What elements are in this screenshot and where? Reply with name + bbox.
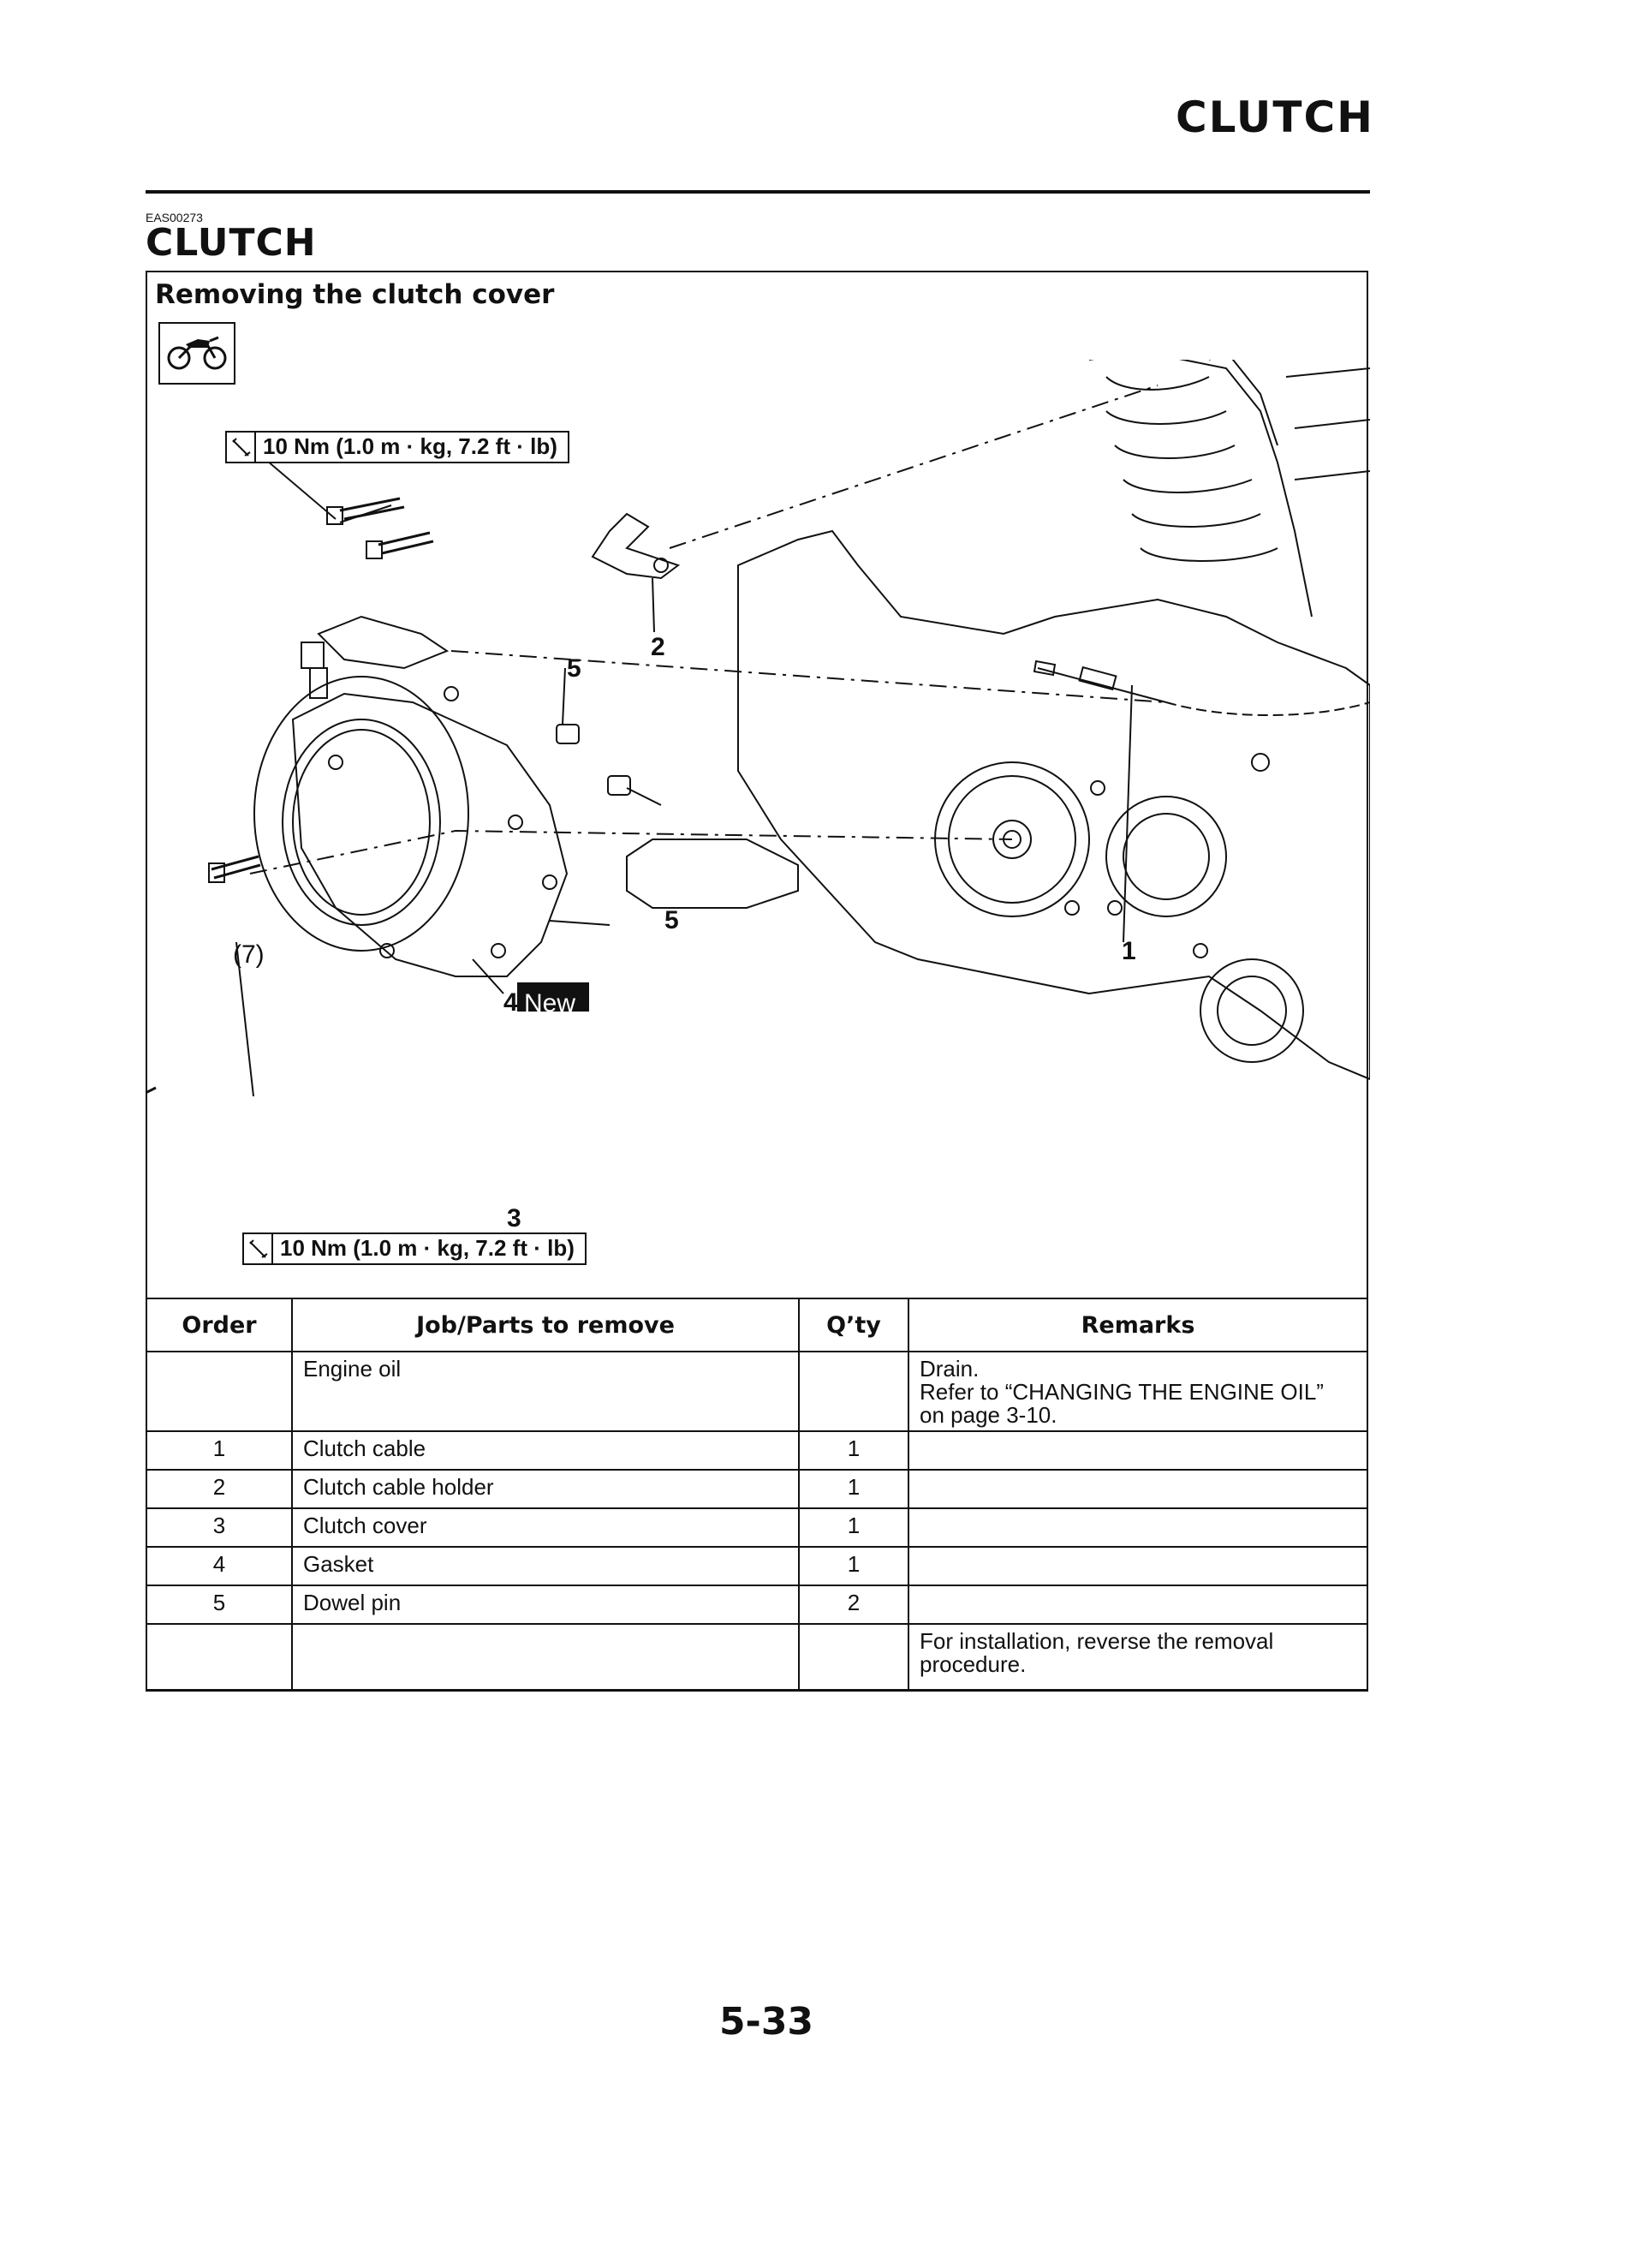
- callout-3: 3: [507, 1204, 521, 1232]
- new-badge: [517, 982, 589, 1012]
- torque-spec-bottom-label: 10 Nm (1.0 m · kg, 7.2 ft · lb): [280, 1235, 575, 1261]
- cell-remarks: [908, 1507, 1368, 1548]
- cell-job: Clutch cable holder: [291, 1469, 800, 1509]
- cell-remarks: [908, 1585, 1368, 1625]
- header-remarks: Remarks: [908, 1298, 1368, 1352]
- torque-spec-top-label: 10 Nm (1.0 m · kg, 7.2 ft · lb): [263, 433, 557, 459]
- page-number: 5-33: [718, 2000, 814, 2044]
- cell-remarks: Drain. Refer to “CHANGING THE ENGINE OIL…: [908, 1351, 1368, 1432]
- cell-job: Clutch cable: [291, 1430, 800, 1471]
- remark-line: procedure.: [920, 1651, 1027, 1677]
- callout-1: 1: [1122, 937, 1136, 965]
- header-order: Order: [146, 1298, 293, 1352]
- cell-qty: 1: [798, 1507, 909, 1548]
- table-row: Engine oil Drain. Refer to “CHANGING THE…: [146, 1351, 1368, 1432]
- callout-4: 4: [503, 988, 518, 1017]
- callout-7: (7): [233, 940, 265, 969]
- header-job: Job/Parts to remove: [291, 1298, 800, 1352]
- procedure-subtitle: Removing the clutch cover: [155, 279, 555, 310]
- remark-line: For installation, reverse the removal: [920, 1628, 1274, 1654]
- table-row: 2 Clutch cable holder 1: [146, 1469, 1368, 1509]
- motorcycle-icon: [158, 322, 235, 385]
- section-code: EAS00273: [146, 211, 203, 224]
- cell-job: Engine oil: [291, 1351, 800, 1432]
- cell-order: 4: [146, 1546, 293, 1586]
- cell-qty: 2: [798, 1585, 909, 1625]
- callout-5-lower: 5: [664, 906, 679, 934]
- cell-job: Dowel pin: [291, 1585, 800, 1625]
- cell-order: [146, 1351, 293, 1432]
- table-row: For installation, reverse the removal pr…: [146, 1623, 1368, 1692]
- cell-qty: 1: [798, 1430, 909, 1471]
- remark-line: Refer to “CHANGING THE ENGINE OIL”: [920, 1379, 1324, 1405]
- table-row: 5 Dowel pin 2: [146, 1585, 1368, 1625]
- table-header-row: Order Job/Parts to remove Q’ty Remarks: [146, 1298, 1368, 1352]
- parts-table: Order Job/Parts to remove Q’ty Remarks E…: [146, 1298, 1368, 1692]
- remark-line: Drain.: [920, 1356, 980, 1382]
- cell-order: [146, 1623, 293, 1692]
- cell-job: Clutch cover: [291, 1507, 800, 1548]
- table-row: 1 Clutch cable 1: [146, 1430, 1368, 1471]
- torque-spec-bottom: [242, 1232, 587, 1265]
- cell-qty: 1: [798, 1546, 909, 1586]
- header-rule: [146, 190, 1370, 194]
- callout-5-upper: 5: [567, 654, 581, 683]
- cell-order: 2: [146, 1469, 293, 1509]
- cell-job: Gasket: [291, 1546, 800, 1586]
- new-badge-label: New: [524, 989, 575, 1018]
- torque-spec-top: [225, 431, 569, 463]
- cell-remarks: [908, 1469, 1368, 1509]
- cell-qty: 1: [798, 1469, 909, 1509]
- cell-remarks: For installation, reverse the removal pr…: [908, 1623, 1368, 1692]
- callout-2: 2: [651, 633, 665, 661]
- page-header-title: CLUTCH: [1175, 93, 1374, 142]
- clutch-cover-exploded-diagram: 10 Nm (1.0 m · kg, 7.2 ft · lb) 10 Nm (1…: [147, 360, 1370, 1265]
- cell-qty: [798, 1351, 909, 1432]
- cell-job: [291, 1623, 800, 1692]
- cell-remarks: [908, 1430, 1368, 1471]
- table-row: 4 Gasket 1: [146, 1546, 1368, 1586]
- cell-order: 1: [146, 1430, 293, 1471]
- section-title: CLUTCH: [146, 221, 317, 265]
- remark-line: on page 3-10.: [920, 1402, 1057, 1428]
- cell-remarks: [908, 1546, 1368, 1586]
- cell-order: 5: [146, 1585, 293, 1625]
- cell-qty: [798, 1623, 909, 1692]
- table-row: 3 Clutch cover 1: [146, 1507, 1368, 1548]
- header-qty: Q’ty: [798, 1298, 909, 1352]
- cell-order: 3: [146, 1507, 293, 1548]
